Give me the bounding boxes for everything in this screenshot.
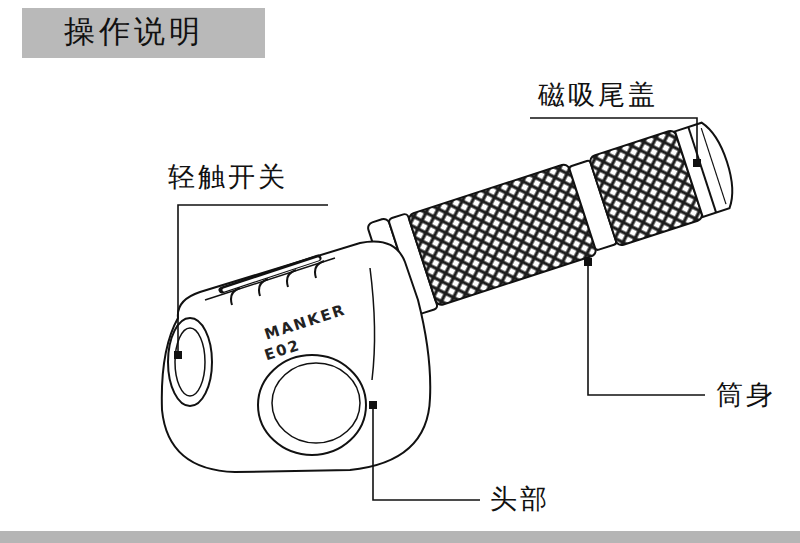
part-label: 头部	[490, 484, 550, 514]
part-label: 磁吸尾盖	[538, 80, 658, 110]
leader-dots	[174, 159, 701, 409]
title-banner	[22, 8, 265, 58]
part-label: 筒身	[716, 380, 776, 410]
flashlight-head	[162, 242, 430, 472]
section-title: 操作说明	[64, 14, 204, 48]
part-label: 轻触开关	[168, 162, 288, 192]
bottom-bar	[0, 531, 800, 543]
flashlight-body	[367, 112, 743, 323]
